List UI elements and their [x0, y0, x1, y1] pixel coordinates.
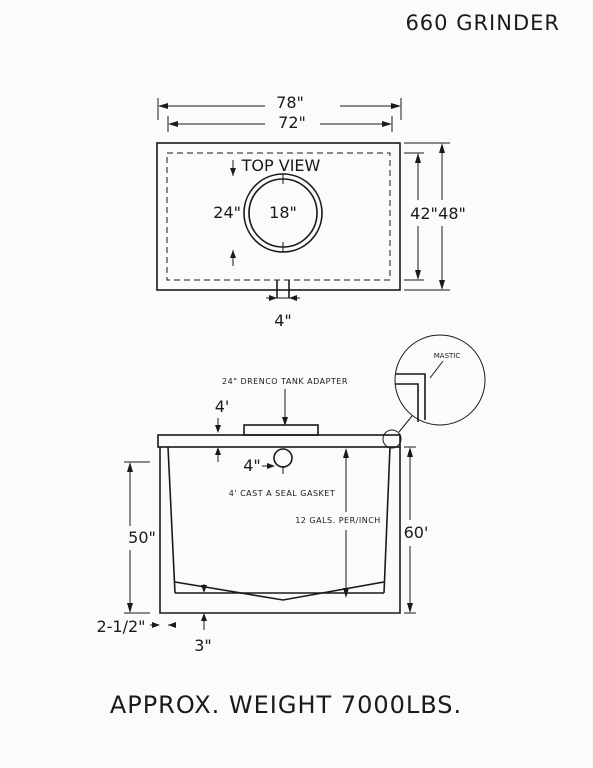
dim-inlet: 4": [243, 456, 261, 475]
dim-outer-depth: 48": [438, 204, 466, 223]
inlet-pipe: [273, 448, 293, 468]
capacity-label: 12 GALS. PER/INCH: [295, 516, 381, 525]
tank-lid: [157, 434, 401, 448]
dim-opening-inner: 18": [269, 203, 297, 222]
tank-adapter: [243, 424, 319, 436]
dim-outer-width: 78": [276, 93, 304, 112]
tank-outer-wall: [159, 447, 401, 614]
detail-label: MASTIC: [434, 352, 461, 360]
top-view-label: TOP VIEW: [241, 156, 321, 175]
tank-floor-top: [174, 581, 385, 601]
tank-inner-wall-right: [383, 446, 391, 594]
top-view: 78" 72" TOP VIEW 24" 18" 4": [156, 93, 466, 330]
detail-enlargement-circle: [394, 334, 486, 426]
dim-outer-height: 60': [404, 523, 429, 542]
dim-inner-depth: 42": [410, 204, 438, 223]
detail-lid-edge: [395, 373, 426, 420]
weight-note: APPROX. WEIGHT 7000LBS.: [110, 691, 462, 719]
tank-outline-top: [156, 142, 401, 291]
dim-inner-height: 50": [128, 528, 156, 547]
tank-inner-wall-left: [167, 446, 176, 594]
detail-wall-edge: [395, 383, 419, 422]
tank-inner-outline-top: [166, 152, 391, 281]
dim-lid: 4': [215, 397, 230, 416]
detail-marker-circle: [382, 429, 402, 449]
dim-opening-outer: 24": [213, 203, 241, 222]
adapter-label: 24" DRENCO TANK ADAPTER: [222, 377, 348, 386]
gasket-label: 4' CAST A SEAL GASKET: [229, 489, 335, 498]
side-view: 24" DRENCO TANK ADAPTER 4' 4" 4' CAST A …: [96, 334, 486, 655]
dim-pipe: 4": [274, 311, 292, 330]
dim-wall: 2-1/2": [96, 617, 145, 636]
drawing-title: 660 GRINDER: [405, 11, 560, 35]
dim-floor: 3": [194, 636, 212, 655]
dim-inner-width: 72": [278, 113, 306, 132]
